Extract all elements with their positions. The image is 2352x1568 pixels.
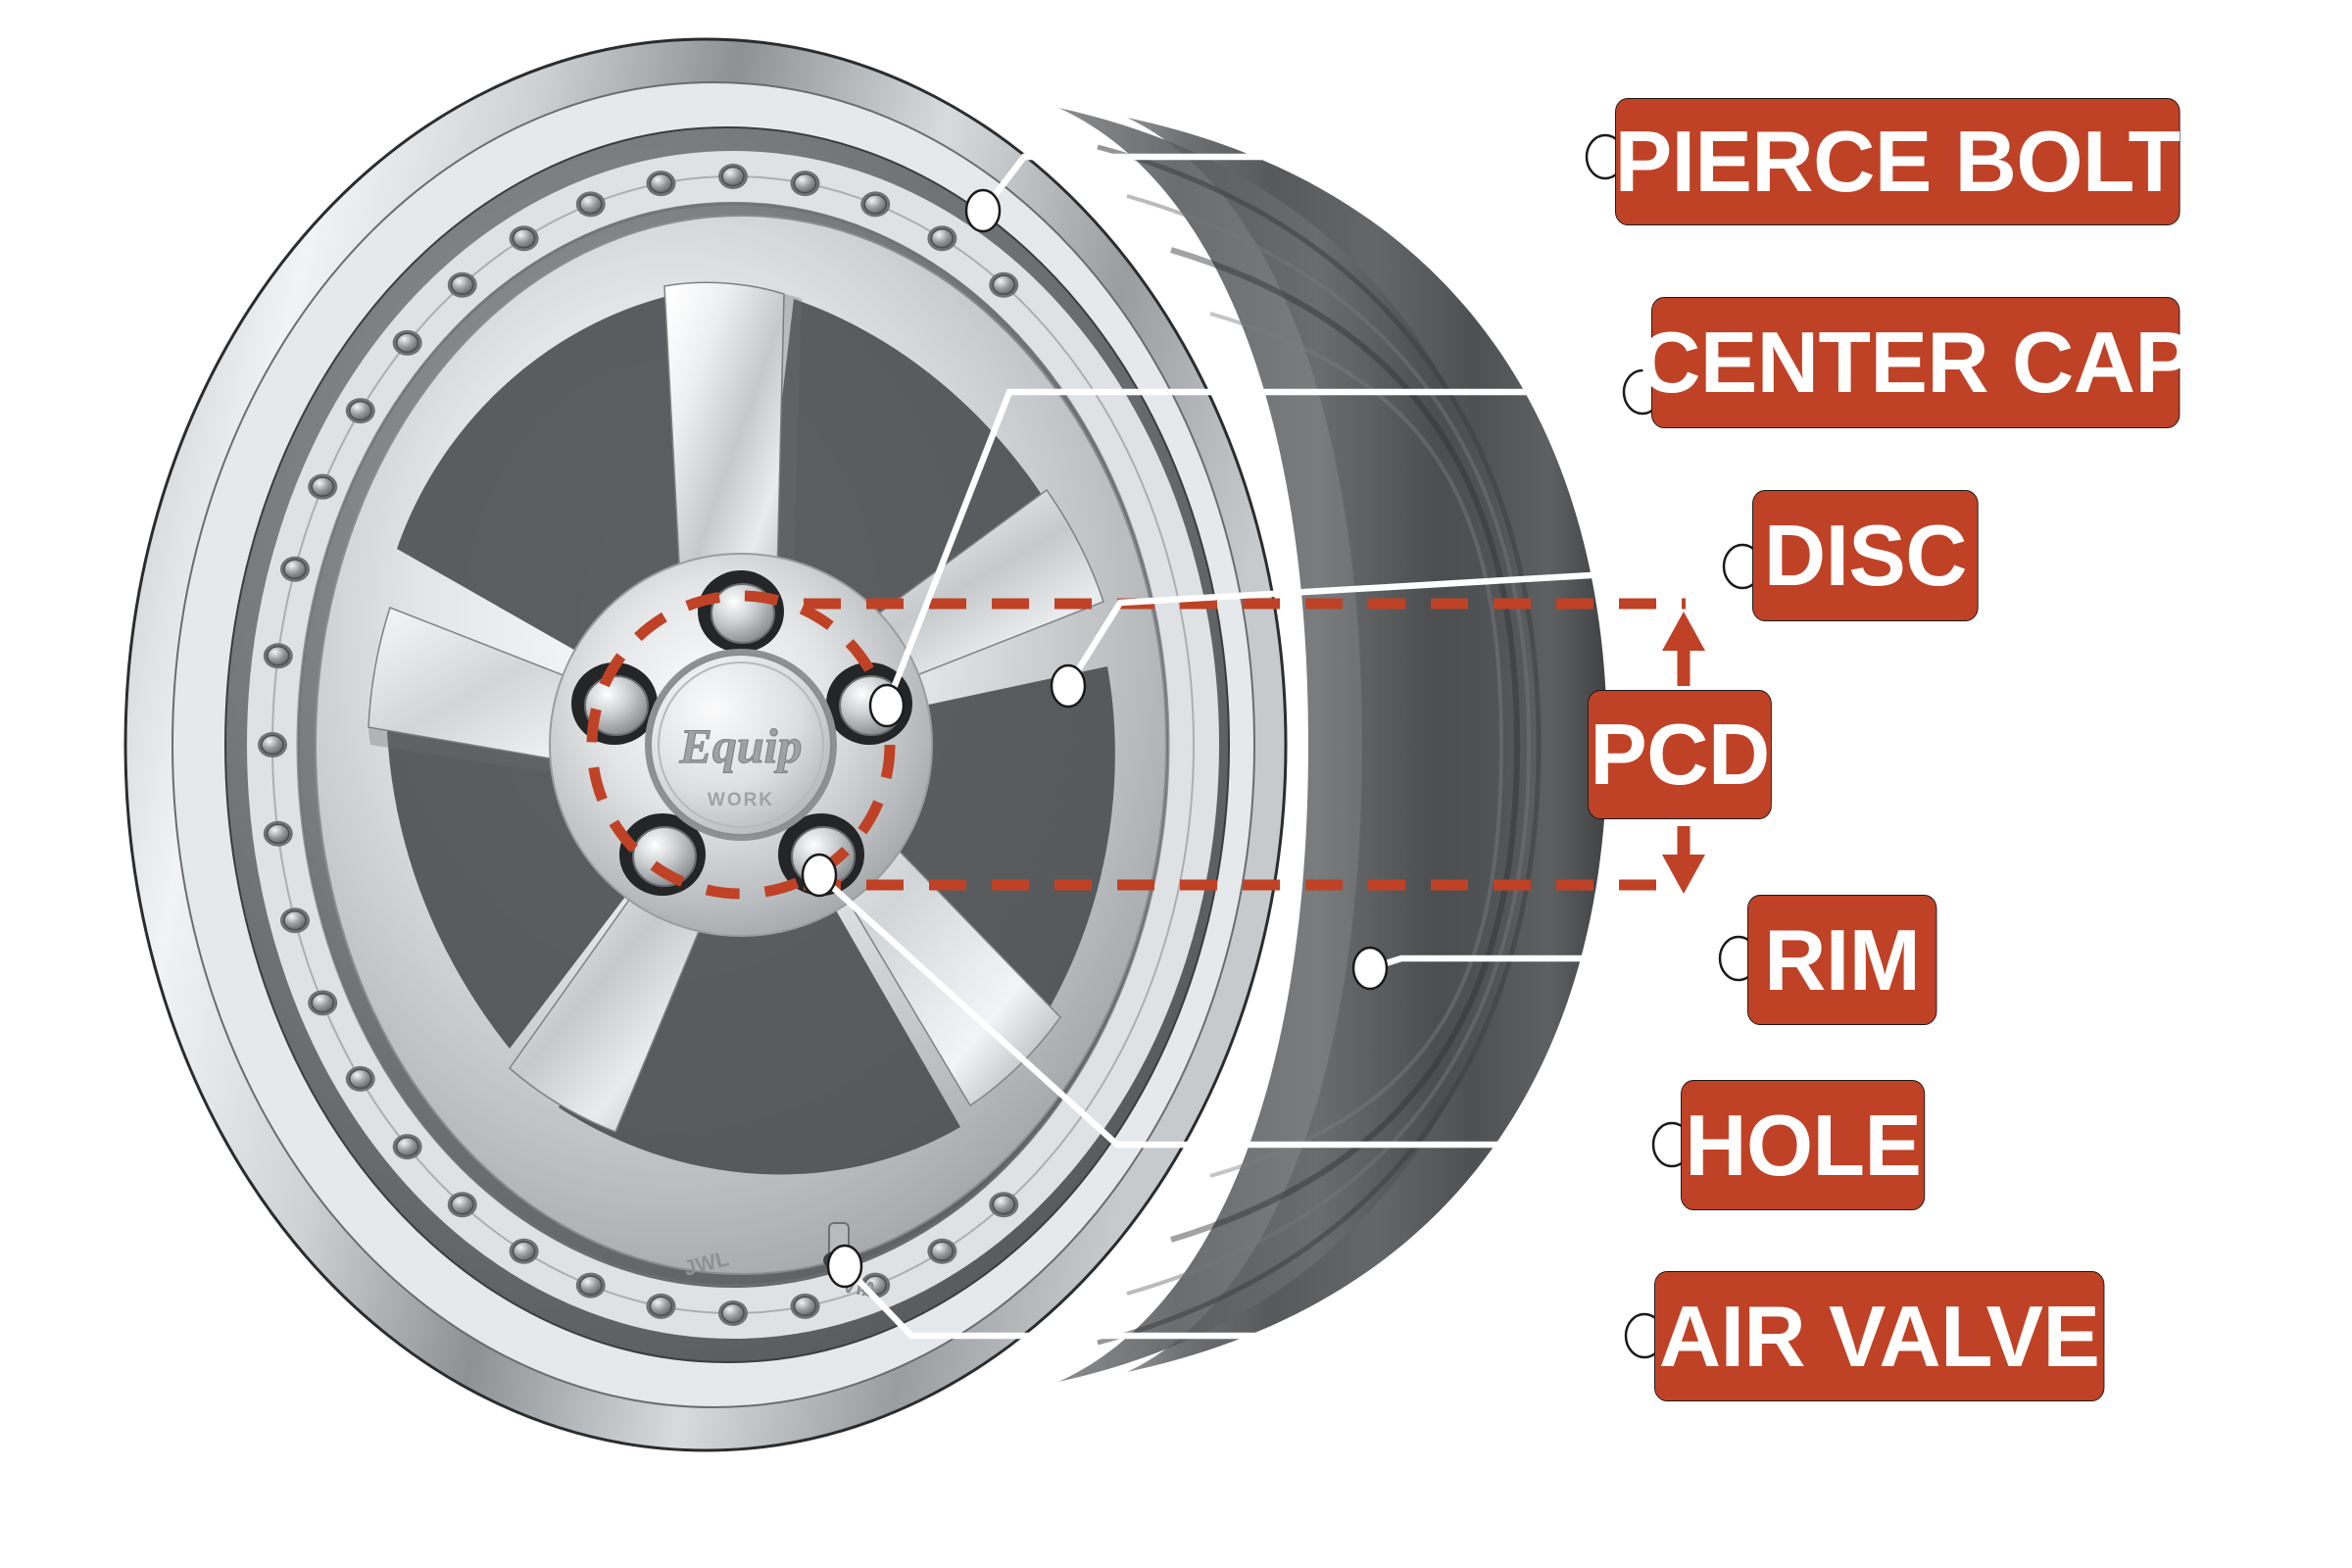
- leader-pierce-bolt: [980, 153, 1605, 213]
- pierce-bolt: [308, 473, 338, 500]
- pierce-bolt: [718, 164, 748, 189]
- center-cap: Equip WORK: [645, 649, 837, 841]
- pierce-bolt: [447, 1192, 477, 1218]
- callout-pcd[interactable]: PCD: [1588, 690, 1772, 819]
- barrel-inner: [1058, 108, 1529, 1382]
- leader-dot-pierce-bolt-tip: [964, 188, 1002, 233]
- flange-inner-edge: [296, 202, 1170, 1288]
- leader-dot-rim-tip: [1351, 946, 1389, 991]
- pierce-bolt: [718, 1300, 748, 1326]
- pcd-arrow-up: [1662, 612, 1705, 686]
- callout-hole[interactable]: HOLE: [1681, 1080, 1926, 1210]
- pierce-bolt: [860, 191, 891, 218]
- barrel-band: [1097, 144, 1542, 1346]
- pierce-bolt-ring: [258, 164, 1019, 1326]
- callout-air-valve-label: AIR VALVE: [1658, 1287, 2100, 1385]
- leader-dot-air-valve-tip: [826, 1244, 863, 1289]
- pierce-bolt: [575, 191, 606, 218]
- pierce-bolt: [927, 225, 957, 252]
- callout-center-cap[interactable]: CENTER CAP: [1640, 297, 2192, 428]
- barrel-band: [1126, 194, 1532, 1296]
- lug-hole: [619, 813, 706, 896]
- pierce-bolt: [790, 1293, 820, 1319]
- pierce-bolt: [790, 171, 820, 197]
- pierce-bolt: [263, 643, 293, 669]
- callout-hole-label: HOLE: [1684, 1096, 1922, 1194]
- callout-disc[interactable]: DISC: [1752, 490, 1979, 621]
- pierce-bolt: [263, 820, 293, 847]
- pierce-bolt: [392, 329, 422, 356]
- pierce-bolt: [927, 1238, 957, 1264]
- pcd-annotation: [586, 590, 1705, 900]
- callout-air-valve[interactable]: AIR VALVE: [1654, 1271, 2105, 1401]
- pierce-bolt: [646, 1293, 676, 1319]
- pierce-bolt: [646, 171, 676, 197]
- spoke-window: [559, 745, 960, 1175]
- pierce-bolt: [575, 1272, 606, 1298]
- pierce-bolt: [345, 398, 375, 424]
- pierce-bolt: [447, 271, 477, 298]
- pierce-bolt: [392, 1134, 422, 1160]
- wheel-assembly: Equip WORK JWL VIA: [123, 37, 1607, 1452]
- callout-pcd-label: PCD: [1590, 706, 1770, 803]
- leader-dot-disc-tip: [1050, 663, 1087, 709]
- pierce-bolt: [280, 556, 311, 582]
- center-cap-submark: WORK: [708, 790, 774, 810]
- callout-disc-label: DISC: [1763, 507, 1968, 604]
- callout-rim-label: RIM: [1764, 910, 1921, 1008]
- leader-dot-center-cap-tip: [868, 683, 906, 728]
- leader-center-cap: [883, 388, 1642, 708]
- callout-center-cap-label: CENTER CAP: [1639, 314, 2193, 411]
- pierce-bolt: [345, 1065, 375, 1092]
- leader-dot-hole-tip: [801, 853, 838, 898]
- leader-air-valve: [842, 1263, 1644, 1340]
- leader-disc: [1065, 563, 1743, 688]
- leader-hole: [816, 872, 1672, 1149]
- pierce-bolt: [989, 271, 1019, 298]
- pierce-bolt: [280, 907, 311, 934]
- pcd-arrow-down: [1662, 826, 1705, 894]
- pcd-circle: [586, 590, 896, 900]
- callout-pierce-bolt-label: PIERCE BOLT: [1614, 113, 2180, 210]
- callout-pierce-bolt[interactable]: PIERCE BOLT: [1615, 98, 2180, 225]
- pierce-bolt: [509, 225, 539, 252]
- center-cap-brand: Equip: [678, 718, 802, 773]
- pierce-bolt: [509, 1238, 539, 1264]
- lug-hole: [698, 570, 784, 653]
- callout-rim[interactable]: RIM: [1747, 895, 1937, 1025]
- pierce-bolt: [258, 732, 287, 758]
- pierce-bolt: [308, 990, 338, 1016]
- leader-lines-core: [816, 153, 1743, 1340]
- pierce-bolt: [989, 1192, 1019, 1218]
